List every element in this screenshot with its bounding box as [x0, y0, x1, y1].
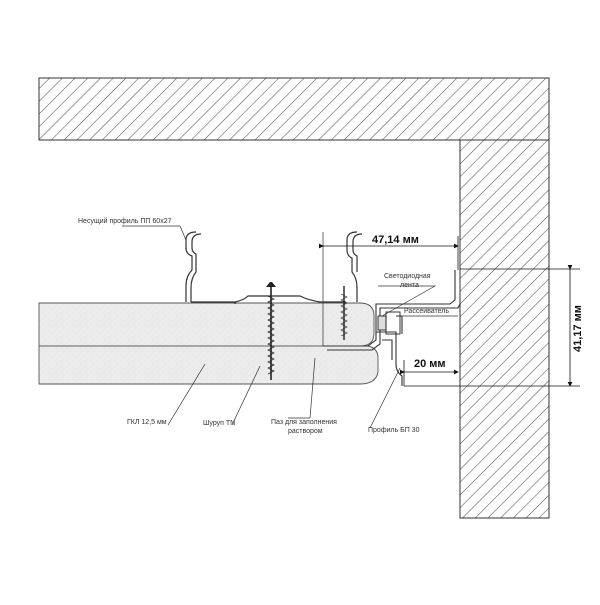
dimension-horizontal: 47,14 мм	[319, 234, 459, 270]
drywall-upper-sheet	[38, 302, 375, 347]
label-groove-line2: раствором	[288, 428, 323, 435]
label-led-strip-line2: лента	[400, 282, 419, 289]
label-led-strip-line1: Светодиодная	[384, 273, 431, 280]
dimension-vertical-label: 41,17 мм	[572, 305, 584, 352]
label-bearing-profile: Несущий профиль ПП 60х27	[78, 217, 172, 225]
led-strip	[377, 315, 387, 331]
dimension-wall-offset-label: 20 мм	[414, 358, 446, 370]
label-drywall: ГКЛ 12,5 мм	[127, 419, 167, 426]
label-diffuser: Рассеиватель	[404, 308, 449, 315]
drywall-lower-sheet	[38, 345, 379, 385]
concrete-ceiling-slab	[38, 77, 550, 141]
bearing-profile-pp60x27	[185, 231, 363, 304]
dimension-wall-offset: 20 мм	[400, 358, 459, 386]
label-screw: Шуруп TN	[203, 420, 235, 427]
concrete-wall	[459, 139, 550, 519]
leader-lines	[122, 225, 458, 429]
dimension-vertical: 41,17 мм	[404, 265, 584, 387]
screw-tn	[266, 282, 348, 380]
dimension-horizontal-label: 47,14 мм	[372, 234, 419, 246]
diffuser	[385, 311, 401, 335]
label-groove-line1: Паз для заполнения	[271, 419, 337, 426]
label-profile-bp30: Профиль БП 30	[368, 427, 420, 434]
drywall-sheets	[38, 302, 379, 385]
